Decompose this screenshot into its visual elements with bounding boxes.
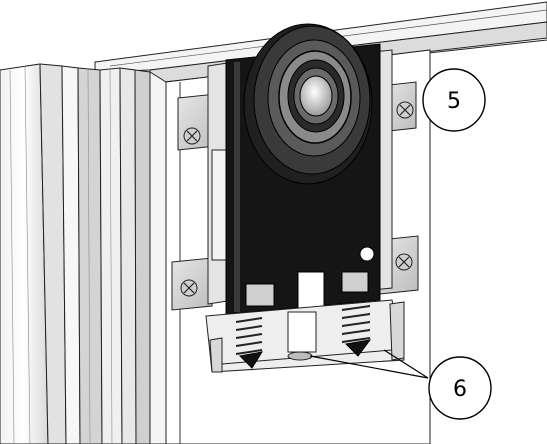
callout-5-label: 5: [447, 89, 461, 114]
leader-line: [309, 355, 429, 379]
right-adjustment-spring: [341, 305, 372, 357]
callout-6: 6: [309, 349, 492, 420]
adjustment-hole: [359, 246, 375, 262]
callout-5: 5: [422, 68, 486, 132]
spring-adjustment-housing: [205, 299, 405, 373]
callout-6-label: 6: [453, 377, 467, 402]
door-frame-profile: [0, 63, 167, 444]
leader-line: [383, 349, 429, 379]
left-adjustment-spring: [235, 317, 264, 369]
roller-wheel: [243, 23, 373, 185]
